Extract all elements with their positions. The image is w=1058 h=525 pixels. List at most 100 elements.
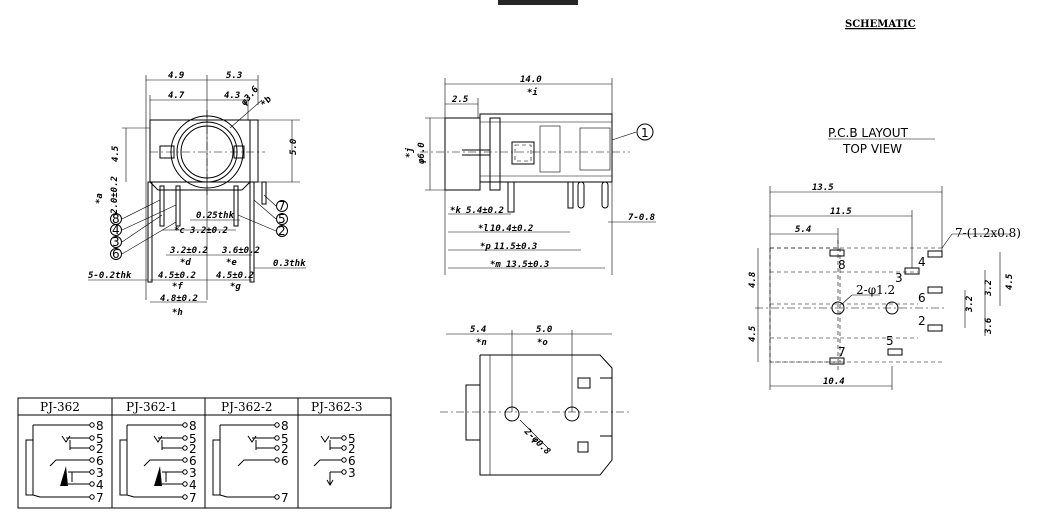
pj3621-pin-7: 7 bbox=[189, 491, 197, 505]
dim-e-value: 3.6±0.2 bbox=[221, 246, 260, 256]
dim-o-label: *o bbox=[537, 338, 548, 348]
dim-a-label: *a bbox=[95, 193, 105, 204]
pj362-pin-3: 3 bbox=[96, 466, 104, 480]
dim-k-value: 5.4±0.2 bbox=[466, 206, 504, 216]
schematic-pj-362: 8 5 2 6 3 4 7 bbox=[25, 419, 104, 505]
table-header-pj-362-3: PJ-362-3 bbox=[311, 400, 363, 414]
dim-f-value: 4.5±0.2 bbox=[158, 271, 196, 281]
pj3621-pin-5: 5 bbox=[189, 432, 197, 446]
table-header-pj-362-1: PJ-362-1 bbox=[126, 400, 178, 414]
dim-g-label: *g bbox=[230, 282, 241, 292]
pj3622-pin-8: 8 bbox=[281, 419, 289, 433]
dim-j-label: *j bbox=[404, 147, 415, 158]
dim-c-label: *c bbox=[174, 226, 185, 236]
callout-pin-8: 8 bbox=[112, 212, 120, 226]
table-header-pj-362: PJ-362 bbox=[40, 400, 80, 414]
dim-f-label: *f bbox=[172, 282, 183, 292]
dim-k-label: *k bbox=[450, 206, 461, 216]
dim-5-0: 5.0 bbox=[289, 138, 299, 155]
dim-0-3thk: 0.3thk bbox=[273, 259, 306, 269]
dim-5-3: 5.3 bbox=[226, 71, 242, 81]
callout-pin-3: 3 bbox=[112, 235, 120, 249]
dim-e-label: *e bbox=[226, 258, 237, 268]
pj3622-pin-5: 5 bbox=[281, 432, 289, 446]
dim-g-value: 4.5±0.2 bbox=[216, 271, 254, 281]
dim-4-5: 4.5 bbox=[111, 145, 121, 162]
callout-pin-4: 4 bbox=[112, 223, 120, 237]
dim-h-label: *h bbox=[172, 308, 183, 318]
dim-0-25thk: 0.25thk bbox=[196, 211, 235, 221]
pj3621-pin-8: 8 bbox=[189, 419, 197, 433]
table-header-pj-362-2: PJ-362-2 bbox=[221, 400, 273, 414]
pj3623-pin-3: 3 bbox=[348, 466, 356, 480]
dim-m-label: *m bbox=[490, 260, 501, 270]
dim-h-value: 4.8±0.2 bbox=[160, 294, 198, 304]
dim-d-label: *d bbox=[180, 258, 191, 268]
pj3622-pin-6: 6 bbox=[281, 454, 289, 468]
pcb-pin-2: 2 bbox=[918, 314, 926, 328]
dim-4-3: 4.3 bbox=[224, 91, 240, 101]
pj362-pin-6: 6 bbox=[96, 454, 104, 468]
pcb-dim-3-6: 3.6 bbox=[984, 317, 994, 335]
callout-pin-6: 6 bbox=[112, 247, 120, 261]
dim-p-label: *p bbox=[480, 242, 491, 252]
dim-n-value: 5.4 bbox=[470, 325, 486, 335]
pj3621-pin-2: 2 bbox=[189, 442, 197, 456]
callout-pin-7: 7 bbox=[278, 199, 286, 213]
pj362-pin-4: 4 bbox=[96, 478, 104, 492]
dim-5-0-2thk: 5-0.2thk bbox=[88, 271, 132, 281]
callout-pin-2: 2 bbox=[278, 224, 286, 238]
dim-phi-6-0: φ6.0 bbox=[417, 142, 427, 165]
pj362-pin-8: 8 bbox=[96, 419, 104, 433]
pcb-layout-subtitle: TOP VIEW bbox=[842, 142, 902, 156]
top-view: 5.4 *n 5.0 *o 2-φ0.8 bbox=[440, 325, 630, 476]
pcb-dim-11-5: 11.5 bbox=[830, 207, 852, 217]
dim-2-5: 2.5 bbox=[451, 95, 469, 105]
dim-holes-0-8: 2-φ0.8 bbox=[521, 426, 552, 457]
pcb-dim-slots: 7-(1.2x0.8) bbox=[955, 226, 1021, 240]
dim-7-0-8: 7-0.8 bbox=[628, 213, 655, 223]
pcb-dim-10-4: 10.4 bbox=[823, 377, 845, 387]
schematic-pj-362-1: 8 5 2 6 3 4 7 bbox=[119, 419, 197, 505]
dim-a-value: 2.0±0.2 bbox=[110, 176, 120, 215]
dim-d-value: 3.2±0.2 bbox=[169, 246, 208, 256]
dim-i-label: *i bbox=[527, 87, 538, 98]
pcb-pin-6: 6 bbox=[918, 291, 926, 305]
pcb-pin-5: 5 bbox=[886, 334, 894, 348]
pcb-pin-7: 7 bbox=[838, 345, 846, 359]
pj3621-pin-6: 6 bbox=[189, 454, 197, 468]
dim-4-9: 4.9 bbox=[168, 71, 184, 81]
side-view: 14.0 *i 2.5 *j φ6.0 1 *k bbox=[404, 75, 656, 275]
pj3623-pin-5: 5 bbox=[348, 432, 356, 446]
pcb-pin-3: 3 bbox=[895, 271, 903, 285]
dim-4-7: 4.7 bbox=[168, 91, 185, 101]
pj3623-pin-2: 2 bbox=[348, 442, 356, 456]
dim-c-value: 3.2±0.2 bbox=[189, 226, 228, 236]
schematic-pj-362-3: 5 2 6 3 bbox=[313, 432, 356, 486]
pj3621-pin-3: 3 bbox=[189, 466, 197, 480]
pj362-pin-2: 2 bbox=[96, 442, 104, 456]
cropped-title-fragment bbox=[498, 0, 578, 5]
callout-1: 1 bbox=[641, 126, 649, 140]
pcb-layout-title: P.C.B LAYOUT bbox=[828, 126, 909, 140]
schematic-pj-362-2: 8 5 2 6 7 bbox=[212, 419, 289, 505]
dim-l-label: *l bbox=[478, 224, 489, 234]
dim-14-0: 14.0 bbox=[520, 75, 542, 85]
pcb-dim-4-8: 4.8 bbox=[748, 272, 758, 288]
pj3622-pin-2: 2 bbox=[281, 442, 289, 456]
schematic-label: SCHEMATIC bbox=[845, 19, 916, 30]
pj3623-pin-6: 6 bbox=[348, 454, 356, 468]
callout-pin-5: 5 bbox=[278, 212, 286, 226]
pcb-dim-3-2: 3.2 bbox=[984, 280, 994, 297]
dim-l-value: 10.4±0.2 bbox=[490, 224, 533, 234]
pcb-pin-8: 8 bbox=[838, 258, 846, 272]
pcb-dim-3-2-b: 3.2 bbox=[965, 296, 975, 313]
pcb-dim-4-5-right: 4.5 bbox=[1005, 273, 1015, 290]
pj362-pin-5: 5 bbox=[96, 432, 104, 446]
pj362-pin-7: 7 bbox=[96, 491, 104, 505]
front-view: 4.9 5.3 4.7 4.3 φ3.6 *b 5.0 4.5 bbox=[88, 71, 306, 318]
dim-o-value: 5.0 bbox=[536, 325, 553, 335]
pcb-dim-5-4: 5.4 bbox=[795, 225, 811, 235]
pcb-layout: P.C.B LAYOUT TOP VIEW 13.5 11.5 5.4 7-(1… bbox=[748, 126, 1021, 390]
